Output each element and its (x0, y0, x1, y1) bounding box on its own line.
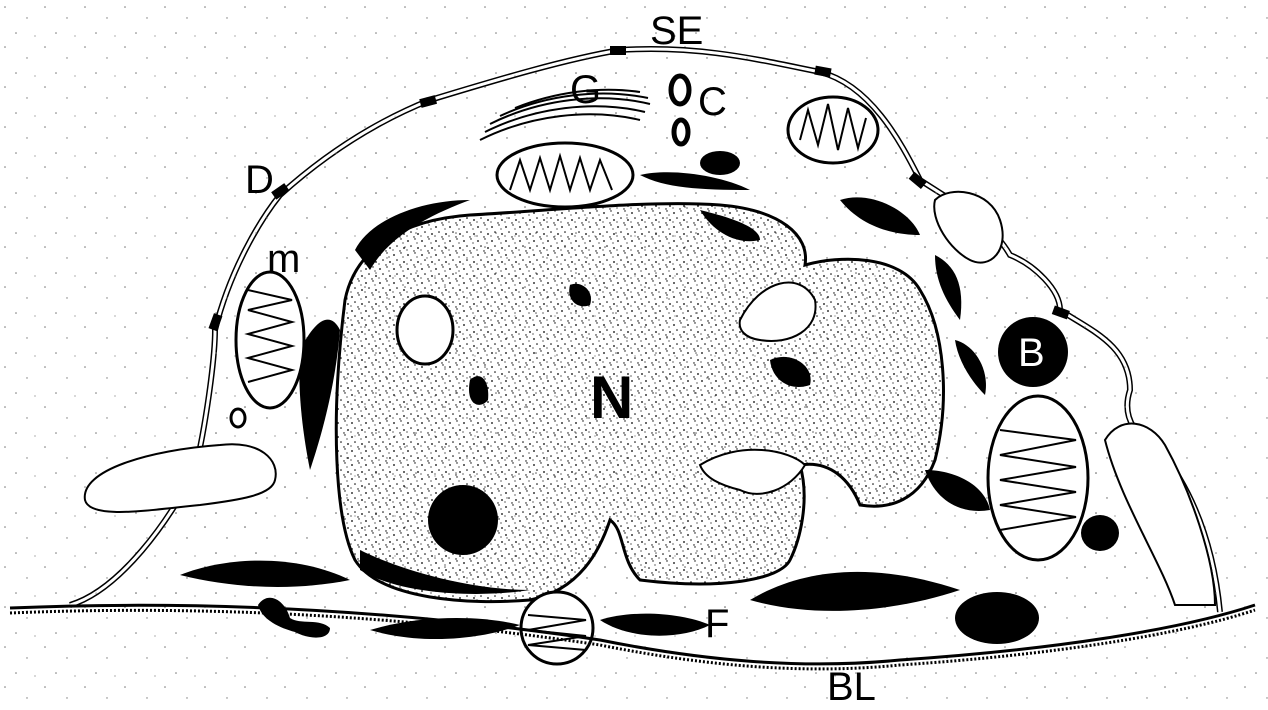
label-f: F (705, 602, 729, 646)
label-c: C (698, 80, 727, 124)
label-d: D (245, 158, 274, 202)
nucleolus-center (449, 502, 477, 538)
label-g: G (570, 68, 601, 112)
label-bl: BL (827, 665, 876, 709)
label-m: m (267, 237, 300, 281)
mitochondrion-upper-right (788, 97, 878, 163)
nuclear-vacuole (397, 296, 453, 364)
vesicle (231, 409, 245, 427)
mitochondrion-bottom (521, 592, 593, 664)
mitochondrion-top (497, 143, 633, 207)
mitochondrion-right (988, 396, 1088, 560)
label-n: N (590, 364, 633, 431)
label-se: SE (650, 9, 703, 53)
label-b: B (1018, 331, 1045, 375)
mitochondrion-left (236, 272, 304, 408)
